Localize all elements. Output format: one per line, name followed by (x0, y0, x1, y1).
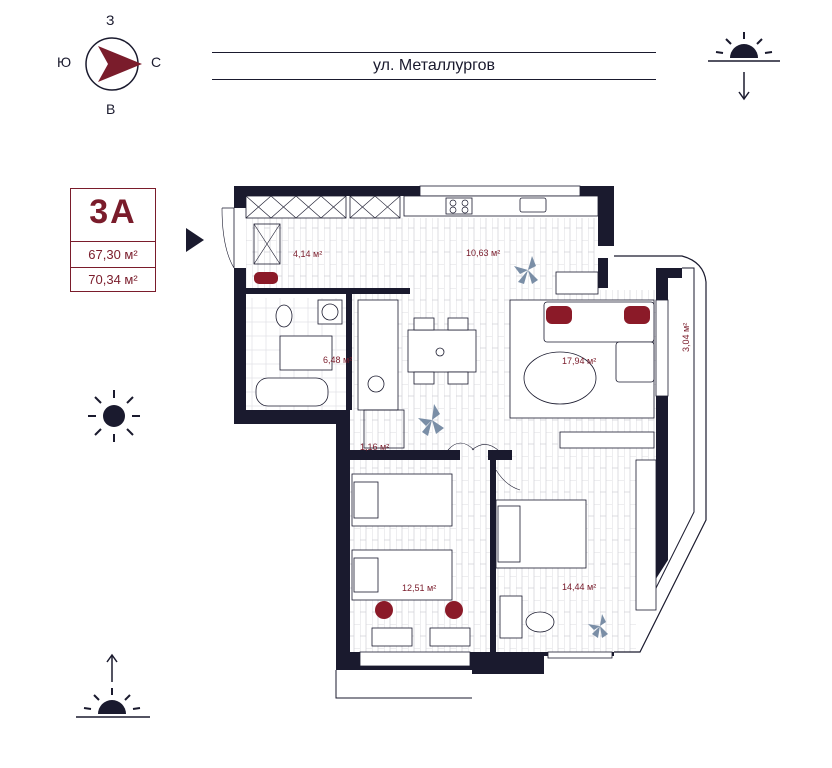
chair-right (445, 601, 463, 619)
chair-left (375, 601, 393, 619)
desk-bedroom (499, 595, 523, 639)
plant-icon (418, 256, 608, 638)
wall-bottom-mid (472, 652, 544, 674)
window-bedroom-right (547, 651, 613, 659)
room-area-bedroom-right: 14,44 м² (562, 582, 597, 592)
room-area-storage: 1,16 м² (360, 442, 390, 452)
compass-west-label: З (106, 12, 115, 28)
desk-left (371, 627, 413, 647)
wall-bath-top (246, 288, 410, 294)
room-area-bathroom: 6,48 м² (323, 355, 353, 365)
sink (519, 197, 547, 213)
desk-right (429, 627, 471, 647)
fridge (555, 271, 599, 295)
unit-area-with-balcony: 70,34 м² (88, 272, 138, 287)
kitchen-counter (403, 195, 599, 217)
storage-closet (363, 409, 405, 449)
sunset-icon (708, 32, 780, 101)
unit-info-box: 3А 67,30 м² 70,34 м² (70, 188, 156, 292)
compass-south-label: Ю (57, 54, 72, 70)
wardrobe-right (635, 459, 657, 611)
tv-stand (559, 431, 655, 449)
wall-bedrooms-divider (490, 460, 496, 652)
unit-divider (71, 267, 155, 268)
window-bedroom-left (359, 651, 471, 667)
window-living (655, 299, 669, 397)
bathtub (255, 377, 329, 407)
hall-ottoman (254, 272, 278, 284)
wall-right-top (656, 268, 682, 278)
room-area-kitchen: 10,63 м² (466, 248, 501, 258)
entrance-arrow-icon (186, 228, 204, 252)
balcony-rail (647, 267, 695, 605)
floor-hall-kitchen (246, 218, 600, 290)
cabinet (349, 195, 401, 219)
cushion (546, 306, 572, 324)
bath-cabinet (357, 299, 399, 411)
wall-bedroom-top-mid (488, 450, 512, 460)
wall-bedroom-top (350, 450, 460, 460)
coffee-table (523, 351, 597, 405)
unit-code: 3А (89, 193, 137, 231)
chair-bedroom (525, 611, 555, 633)
room-area-hall: 4,14 м² (293, 249, 323, 259)
wall-bedroom-left (336, 424, 350, 652)
room-area-living: 17,94 м² (562, 356, 597, 366)
sunrise-icon (76, 653, 150, 718)
cushion (624, 306, 650, 324)
wall-bath-right (346, 294, 352, 410)
wall-kitchen-right (598, 258, 608, 288)
wall-top-right (598, 186, 614, 246)
window-kitchen (419, 185, 581, 197)
unit-divider (71, 241, 155, 242)
wardrobe (245, 195, 347, 219)
toilet (275, 304, 293, 328)
room-area-balcony: 3,04 м² (681, 322, 691, 352)
compass-icon (85, 37, 142, 91)
stove (445, 197, 473, 215)
bath-sink (367, 375, 385, 393)
sofa-chaise (615, 341, 655, 383)
street-name: ул. Металлургов (212, 52, 656, 80)
wall-left-top (234, 186, 246, 208)
washing-area (279, 335, 333, 371)
unit-area-total: 67,30 м² (88, 247, 138, 262)
room-area-bedroom-left: 12,51 м² (402, 583, 437, 593)
sun-icon (88, 390, 140, 442)
balcony-outline (614, 255, 707, 653)
compass-north-label: С (151, 54, 162, 70)
compass-east-label: В (106, 101, 116, 117)
wall-right-angled (636, 464, 668, 610)
wall-left (234, 268, 246, 424)
wall-bath-bottom (234, 410, 350, 424)
